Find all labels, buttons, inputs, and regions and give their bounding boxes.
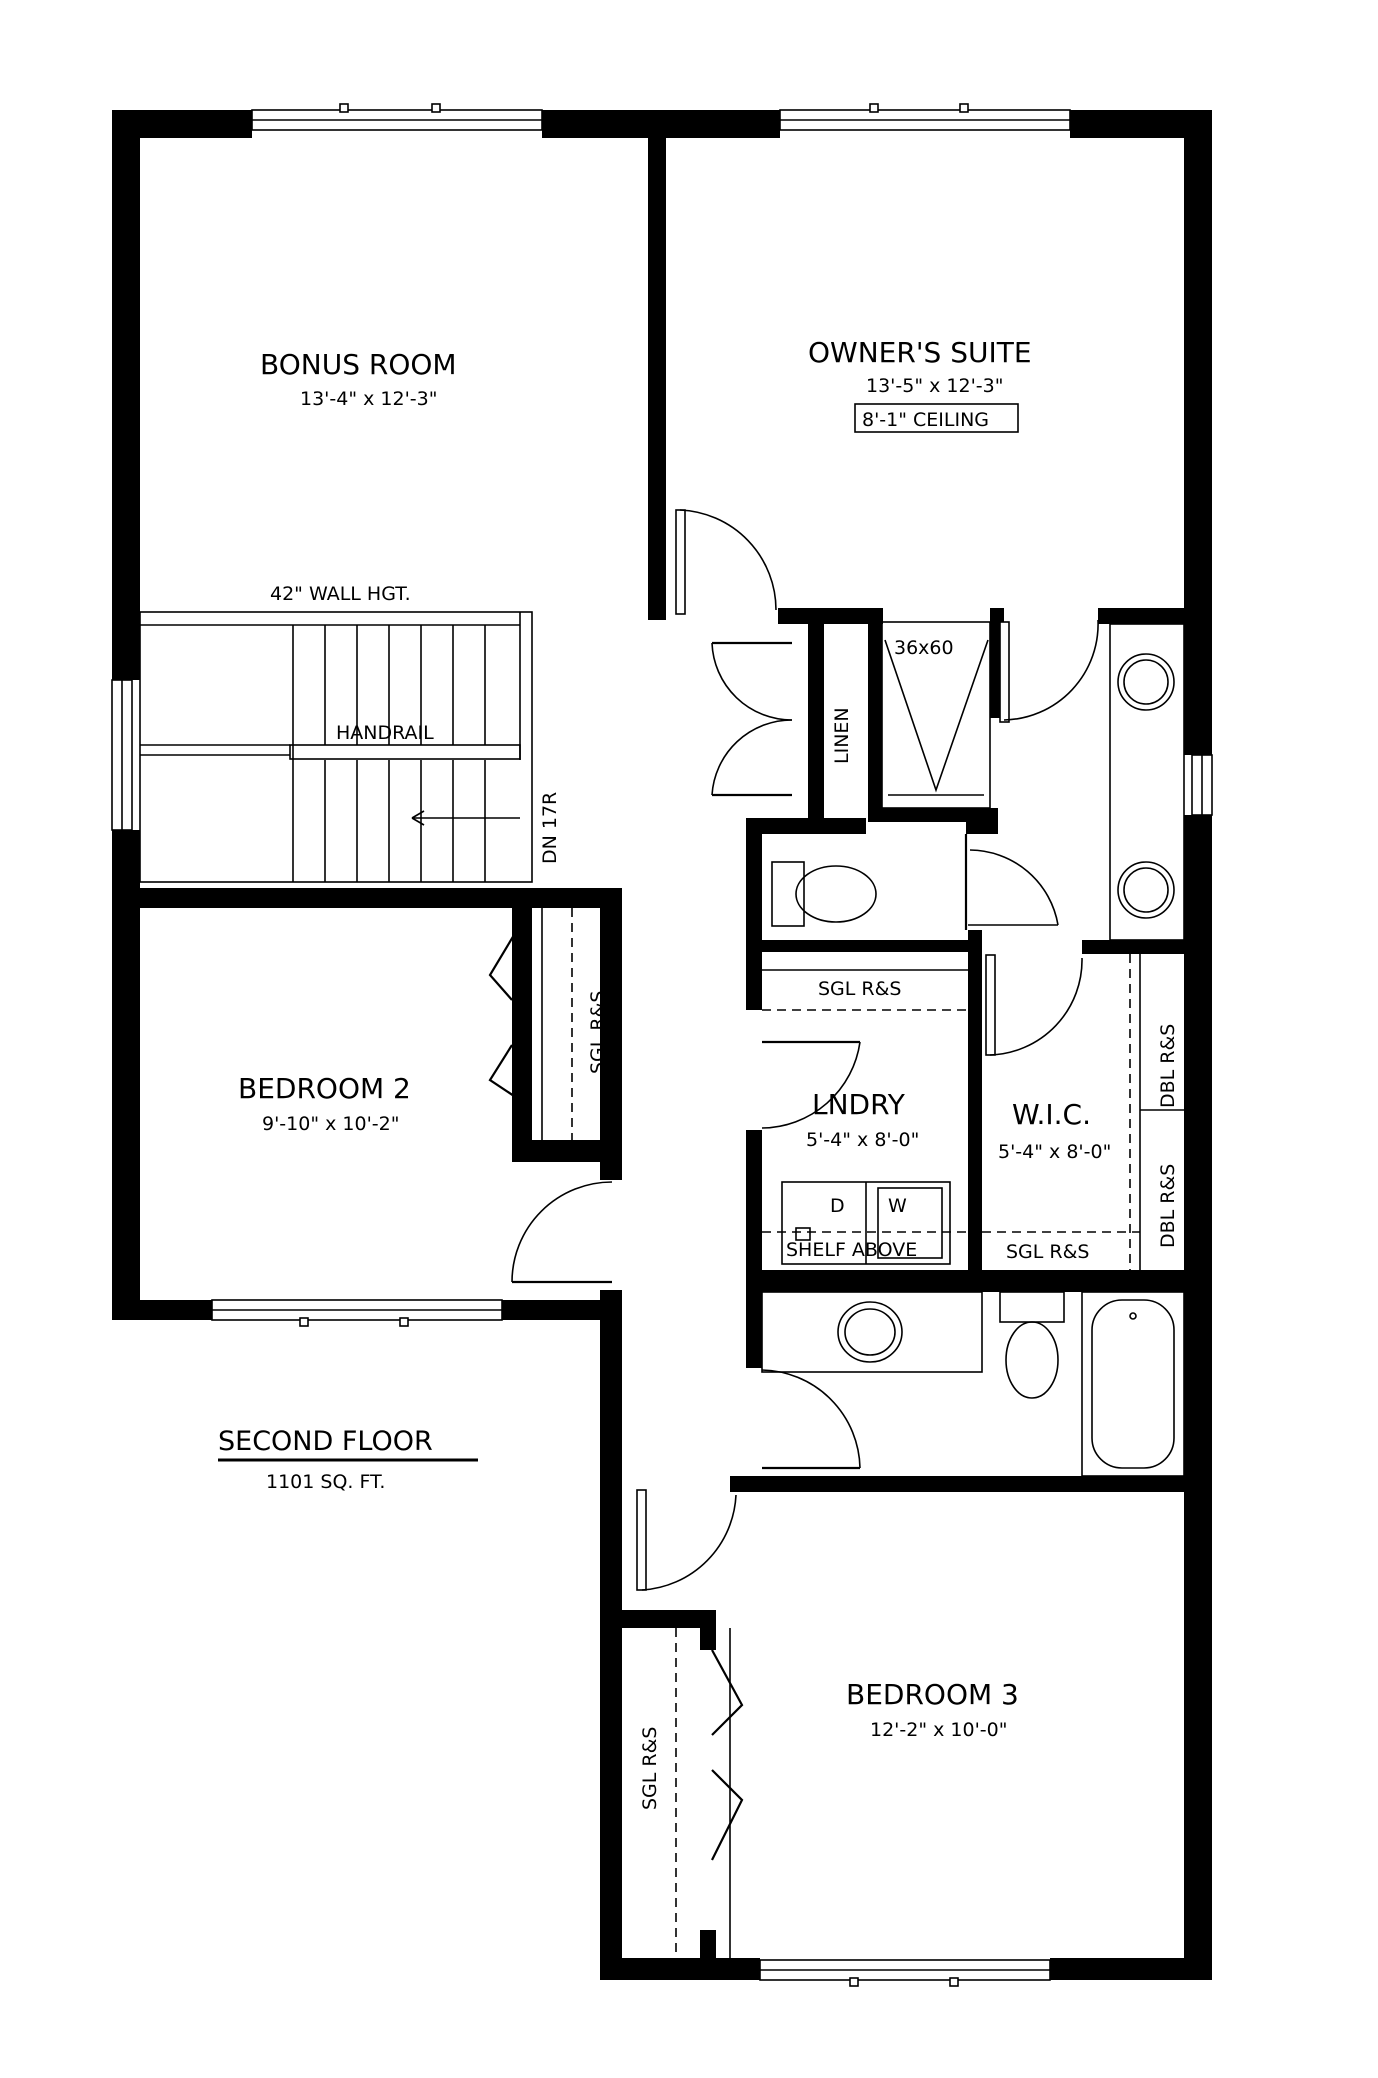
washer-dryer [781, 1181, 951, 1265]
door-bedroom3 [636, 1489, 737, 1591]
door-bedroom2 [511, 1181, 613, 1284]
door-bedroom2-closet [488, 924, 521, 1101]
handrail [289, 744, 521, 760]
bedroom3-name: BEDROOM 3 [846, 1678, 1019, 1711]
dbl-rs-wic-top: DBL R&S [1157, 1024, 1179, 1108]
window-ensuite-right [1191, 754, 1213, 816]
plan-title: SECOND FLOOR [218, 1426, 433, 1457]
bedroom2-dims: 9'-10" x 10'-2" [262, 1113, 400, 1135]
bedroom3-dims: 12'-2" x 10'-0" [870, 1719, 1008, 1741]
door-bathroom [761, 1369, 861, 1470]
wall-height-note: 42" WALL HGT. [270, 583, 411, 605]
stair-treads [292, 625, 486, 882]
dryer-label: D [830, 1195, 845, 1217]
bedroom2-name: BEDROOM 2 [238, 1072, 411, 1105]
owners-suite-ceiling: 8'-1" CEILING [862, 409, 989, 431]
staircase [139, 611, 533, 883]
owners-suite-name: OWNER'S SUITE [808, 336, 1032, 369]
toilet-ensuite [771, 861, 877, 927]
vanity-double-sink [1109, 623, 1185, 941]
handrail-label: HANDRAIL [336, 722, 434, 744]
fixtures [761, 621, 1185, 1477]
labels: BONUS ROOM 13'-4" x 12'-3" OWNER'S SUITE… [218, 336, 1179, 1810]
shelf-above-label: SHELF ABOVE [786, 1239, 917, 1261]
shower [881, 621, 991, 809]
wic-dims: 5'-4" x 8'-0" [998, 1141, 1111, 1163]
bath-vanity [761, 1291, 983, 1373]
door-linen [711, 641, 793, 797]
door-bedroom3-closet [711, 1649, 744, 1861]
bonus-room-name: BONUS ROOM [260, 348, 457, 381]
door-ensuite [999, 619, 1099, 723]
stairs-label: DN 17R [539, 792, 561, 864]
door-owners-entry [675, 509, 777, 615]
linen-label: LINEN [831, 707, 853, 764]
window-bedroom3-bottom [759, 1959, 1051, 1987]
owners-suite-dims: 13'-5" x 12'-3" [866, 375, 1004, 397]
bathtub [1081, 1291, 1185, 1477]
window-bonus-top [251, 103, 543, 131]
laundry-dims: 5'-4" x 8'-0" [806, 1129, 919, 1151]
plan-area: 1101 SQ. FT. [266, 1471, 385, 1493]
ceiling-box [854, 403, 1019, 433]
window-bonus-left [111, 679, 133, 831]
door-toilet [964, 834, 1059, 930]
wic-name: W.I.C. [1012, 1098, 1091, 1131]
window-owners-top [779, 103, 1071, 131]
dbl-rs-wic-bottom: DBL R&S [1157, 1164, 1179, 1248]
door-laundry [761, 1040, 861, 1129]
interior-walls [130, 130, 1210, 1970]
bonus-room-dims: 13'-4" x 12'-3" [300, 388, 438, 410]
sgl-rs-bedroom3: SGL R&S [639, 1727, 661, 1811]
sgl-rs-laundry-top: SGL R&S [818, 978, 902, 1000]
laundry-name: LNDRY [812, 1088, 906, 1121]
exterior-walls [112, 110, 1212, 1980]
doors [488, 509, 1099, 1861]
door-wic [985, 954, 1083, 1056]
stair-direction-arrow [411, 810, 520, 826]
sgl-rs-bedroom2: SGL R&S [587, 991, 609, 1075]
closet-rods [541, 908, 1184, 1958]
shower-size-label: 36x60 [894, 637, 954, 659]
window-bedroom2-bottom [211, 1299, 503, 1327]
sgl-rs-wic-bottom: SGL R&S [1006, 1241, 1090, 1263]
toilet-bath [999, 1291, 1065, 1399]
washer-label: W [888, 1195, 907, 1217]
